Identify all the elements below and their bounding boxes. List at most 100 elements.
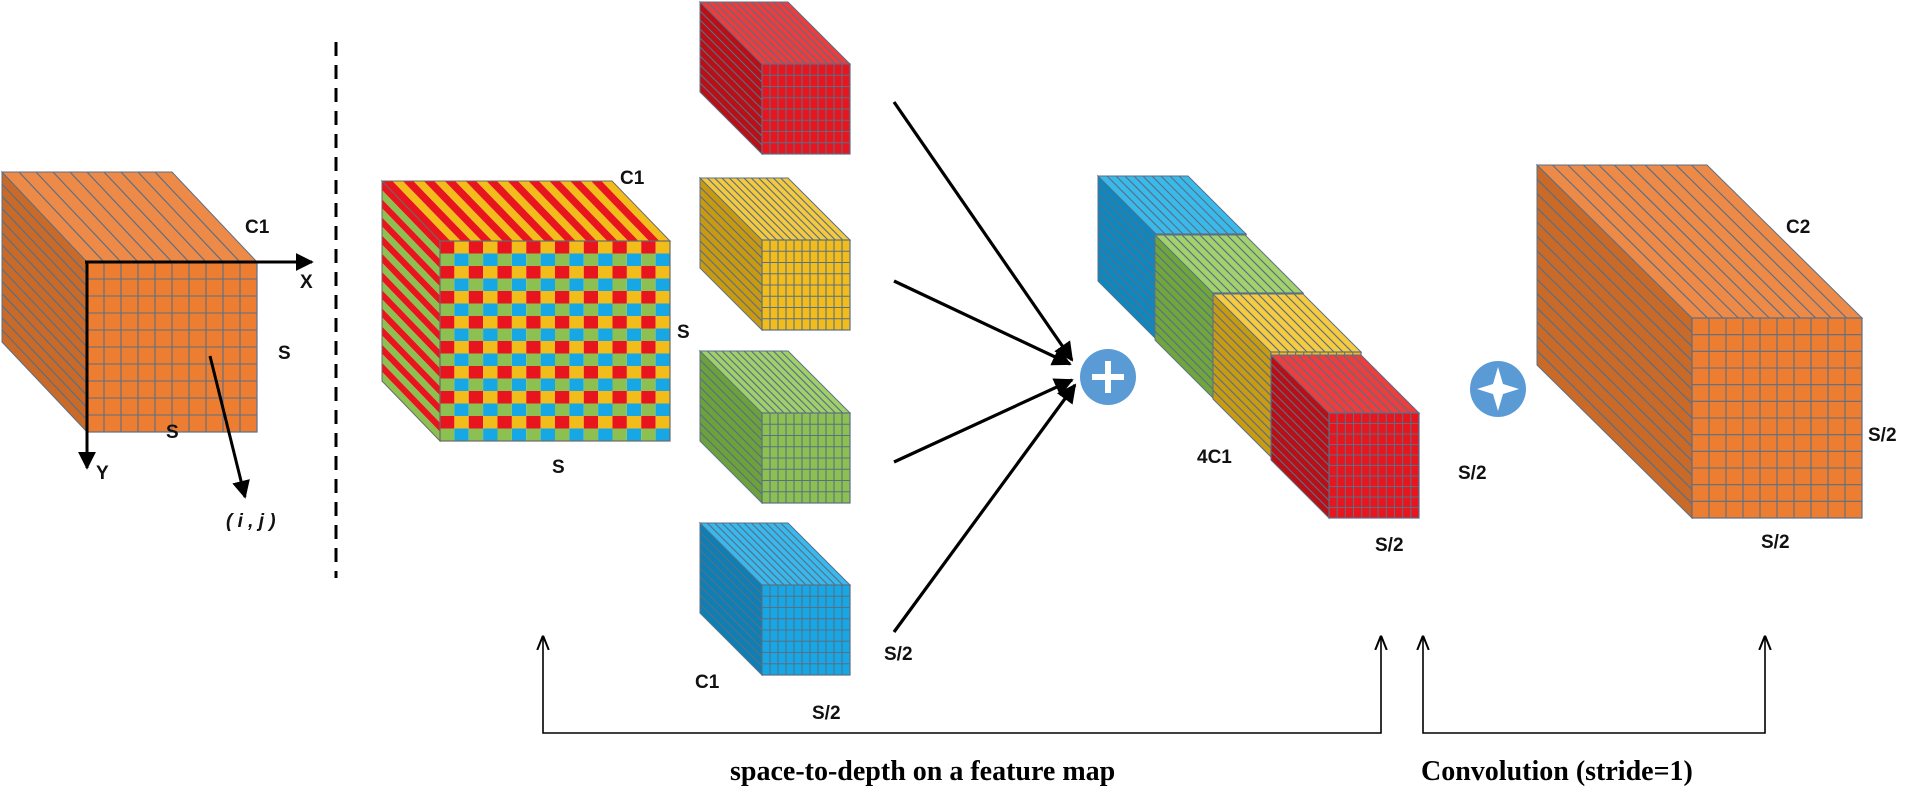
cube-top-gridline xyxy=(1284,293,1344,353)
cube-top-gridline xyxy=(728,350,792,414)
front-cell xyxy=(612,328,627,341)
cube-side-gridline xyxy=(1212,337,1272,397)
front-cell xyxy=(454,316,469,329)
front-cell xyxy=(655,266,670,279)
front-cell xyxy=(511,353,527,366)
front-cell xyxy=(497,253,512,266)
front-cell xyxy=(612,403,627,416)
cube-side-gridline xyxy=(1154,330,1214,390)
cube-side-gridline xyxy=(1270,442,1330,501)
front-cell xyxy=(511,291,527,304)
cube-top-gridline xyxy=(1660,164,1817,319)
cube-side-stripe xyxy=(382,217,440,287)
cube-top-gridline xyxy=(35,171,122,263)
cube-side-gridline xyxy=(1,268,88,360)
front-cell xyxy=(511,241,527,254)
cube-top-gridline xyxy=(1315,354,1375,414)
front-cell xyxy=(641,303,656,316)
front-cell xyxy=(555,416,570,429)
cube-side-stripe xyxy=(382,262,440,332)
cube-side-gridline xyxy=(1097,263,1157,322)
cube-top-gridline xyxy=(1178,175,1238,235)
cube-top-gridline xyxy=(736,177,800,241)
front-cell xyxy=(598,341,613,354)
cube-top-gridline xyxy=(765,522,829,586)
cube-side-stripe xyxy=(382,181,440,251)
pixel-pointer-arrow xyxy=(208,355,250,499)
front-cell xyxy=(626,303,642,316)
cube-top-stripe xyxy=(538,181,608,241)
cube-top-gridline xyxy=(1226,234,1286,294)
front-cell xyxy=(468,253,484,266)
cube-side-gridline xyxy=(699,549,763,613)
cube-side-gridline xyxy=(699,603,763,667)
front-cell xyxy=(468,278,484,291)
cube-top-gridline xyxy=(1324,354,1384,414)
cube-top-stripe xyxy=(486,181,555,241)
cube-side-gridline xyxy=(1212,302,1272,362)
stack-s2-bottom-label: S/2 xyxy=(1375,535,1404,556)
front-cell xyxy=(526,253,541,266)
front-cell xyxy=(641,366,656,379)
cube-top-gridline xyxy=(721,350,785,414)
front-cell xyxy=(555,241,570,254)
cube-side-gridline xyxy=(1,329,88,421)
front-cell xyxy=(440,428,455,441)
front-cell xyxy=(598,266,613,279)
front-cell xyxy=(583,316,599,329)
front-cell xyxy=(483,403,498,416)
cube-top-gridline xyxy=(736,522,800,586)
cube-top-stripe xyxy=(528,181,597,241)
front-cell xyxy=(526,416,541,429)
front-cell xyxy=(598,241,613,254)
front-cell xyxy=(454,253,469,266)
cube-side-gridline xyxy=(699,395,763,459)
front-cell xyxy=(583,278,599,291)
cube-side-gridline xyxy=(1536,321,1693,476)
front-cell xyxy=(598,291,613,304)
cube-top-gridline xyxy=(1266,293,1326,353)
front-cell xyxy=(483,303,498,316)
mixed-c1-label: C1 xyxy=(620,168,645,189)
cube-top-gridline xyxy=(1644,164,1801,319)
cube-side-gridline xyxy=(1,256,88,348)
front-cell xyxy=(526,241,541,254)
front-cell xyxy=(468,341,484,354)
cube-top-gridline xyxy=(765,350,829,414)
arrow-yellow-slice xyxy=(893,279,1072,366)
bracket-space-to-depth xyxy=(543,637,1381,734)
cube-side-gridline xyxy=(699,531,763,595)
cube-side-gridline xyxy=(1097,254,1157,314)
front-cell xyxy=(641,278,656,291)
cube-side-gridline xyxy=(1154,287,1214,346)
front-cell xyxy=(440,403,455,416)
front-cell xyxy=(440,416,455,429)
cube-top-gridline xyxy=(728,522,792,586)
front-cell xyxy=(569,278,584,291)
stacked-feature-map xyxy=(1096,174,1421,520)
front-cell xyxy=(569,341,584,354)
front-cell xyxy=(598,391,613,404)
cube-top-gridline xyxy=(1288,354,1348,414)
cube-side-gridline xyxy=(1536,350,1693,505)
front-cell xyxy=(569,303,584,316)
cube-side-gridline xyxy=(1536,193,1693,347)
front-cell xyxy=(540,291,555,304)
cube-top-gridline xyxy=(1239,293,1299,353)
cube-top-gridline xyxy=(780,522,844,586)
cube-side-gridline xyxy=(1,208,88,299)
cube-side-gridline xyxy=(699,540,763,604)
cube-top-gridline xyxy=(772,350,836,414)
front-cell xyxy=(483,428,498,441)
front-cell xyxy=(626,353,642,366)
front-cell xyxy=(655,241,670,254)
front-cell xyxy=(655,416,670,429)
cube-top-gridline xyxy=(1598,164,1755,319)
cube-side-gridline xyxy=(699,249,763,313)
front-cell xyxy=(511,266,527,279)
front-cell xyxy=(598,316,613,329)
front-cell xyxy=(598,416,613,429)
cube-top-stripe xyxy=(382,181,451,241)
front-cell xyxy=(454,378,469,391)
front-cell xyxy=(497,428,512,441)
